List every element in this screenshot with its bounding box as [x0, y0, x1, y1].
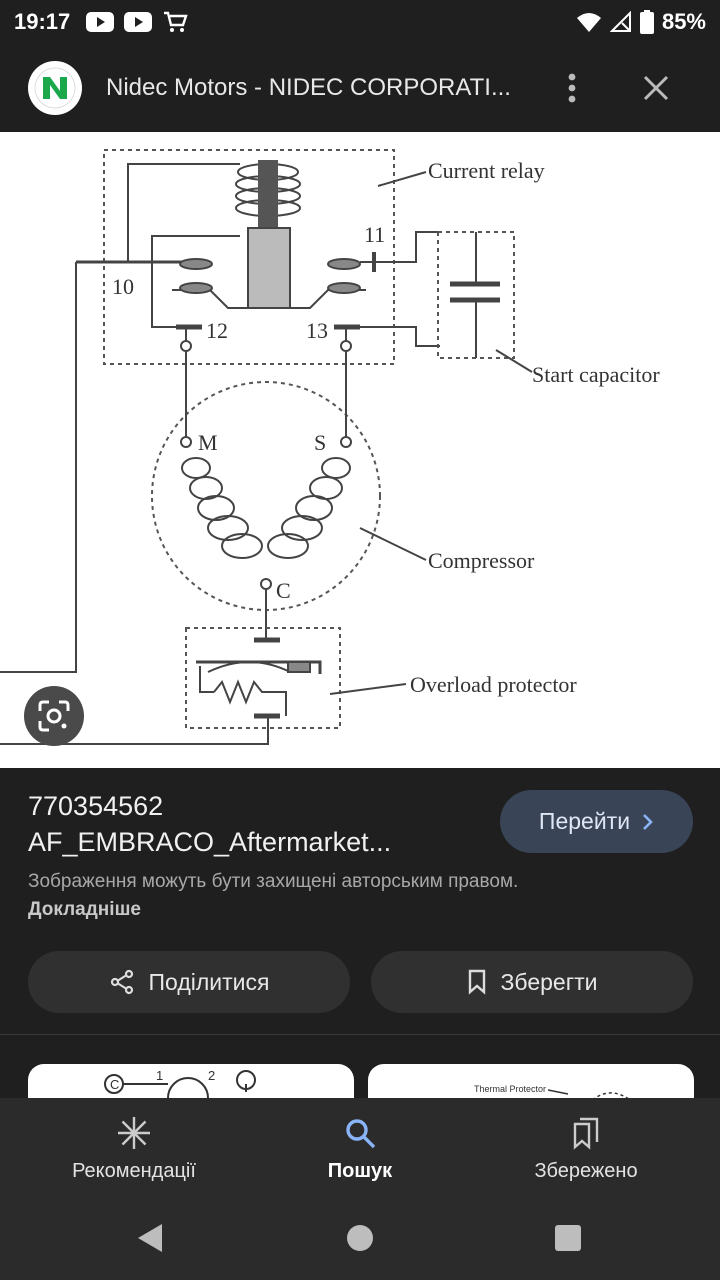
battery-percent: 85% [661, 9, 706, 34]
system-navigation [0, 1198, 720, 1280]
copyright-notice: Зображення можуть бути захищені авторськ… [28, 868, 528, 924]
google-lens-button[interactable] [24, 686, 84, 746]
lens-icon [38, 700, 70, 732]
thumb2-label: Thermal Protector [474, 1084, 546, 1094]
motor-windings [181, 457, 351, 559]
share-button-label: Поділитися [148, 968, 270, 995]
more-options-button[interactable] [556, 70, 588, 106]
related-diagram-2: Thermal Protector [474, 1084, 631, 1105]
terminal-13: 13 [306, 318, 328, 343]
signal-icon [609, 11, 631, 32]
divider [0, 1034, 720, 1035]
thumb1-2: 2 [208, 1068, 215, 1083]
saved-collections-icon [573, 1117, 599, 1150]
bookmark-icon [468, 969, 485, 995]
home-icon[interactable] [346, 1224, 374, 1252]
relay-plunger [247, 227, 291, 309]
nidec-logo-icon [34, 67, 76, 109]
terminal-c: C [276, 578, 291, 603]
share-button[interactable]: Поділитися [28, 951, 350, 1013]
thumb1-c: C [110, 1077, 119, 1092]
save-button[interactable]: Зберегти [371, 951, 693, 1013]
more-vert-icon [568, 73, 576, 103]
relay-box [103, 149, 395, 365]
status-time: 19:17 [14, 9, 71, 34]
label-start-capacitor: Start capacitor [532, 362, 660, 387]
relay-coil [235, 160, 301, 230]
bottom-navigation: Рекомендації Пошук Збережено [0, 1098, 720, 1198]
status-bar: 19:17 85% [0, 0, 720, 44]
label-current-relay: Current relay [428, 158, 545, 183]
youtube-icon [86, 12, 115, 32]
nav-label-saved: Збережено [534, 1160, 638, 1182]
shopping-cart-icon [164, 11, 188, 32]
recents-icon[interactable] [554, 1224, 582, 1252]
terminal-11: 11 [364, 222, 385, 247]
nav-label-recommendations: Рекомендації [72, 1160, 196, 1182]
nav-item-search[interactable]: Пошук [240, 1098, 480, 1198]
chevron-right-icon [643, 813, 653, 830]
save-button-label: Зберегти [500, 968, 598, 995]
nav-label-search: Пошук [327, 1160, 393, 1182]
title-bar: Nidec Motors - NIDEC CORPORATI... [0, 44, 720, 132]
result-title[interactable]: 770354562 AF_EMBRACO_Aftermarket... [28, 788, 468, 860]
label-compressor: Compressor [428, 548, 535, 573]
learn-more-link[interactable]: Докладніше [28, 899, 141, 920]
overload-box [185, 627, 341, 729]
visit-button-label: Перейти [538, 808, 631, 834]
visit-button[interactable]: Перейти [500, 790, 693, 853]
site-favicon [28, 61, 82, 115]
label-overload-protector: Overload protector [410, 672, 577, 697]
status-right: 85% [576, 9, 706, 35]
copyright-text: Зображення можуть бути захищені авторськ… [28, 871, 519, 892]
page-title: Nidec Motors - NIDEC CORPORATI... [106, 74, 511, 101]
nav-item-saved[interactable]: Збережено [466, 1098, 706, 1198]
close-button[interactable] [636, 68, 676, 108]
close-icon [643, 75, 669, 101]
search-icon [346, 1119, 376, 1149]
battery-icon [639, 10, 654, 34]
result-title-line2: AF_EMBRACO_Aftermarket... [28, 827, 392, 857]
terminal-10: 10 [112, 274, 134, 299]
back-icon[interactable] [136, 1222, 164, 1254]
terminal-12: 12 [206, 318, 228, 343]
sparkle-icon [118, 1117, 150, 1149]
wifi-icon [576, 13, 601, 32]
notification-icons [86, 10, 188, 34]
share-icon [110, 969, 133, 995]
result-title-line1: 770354562 [28, 791, 164, 821]
thumb1-1: 1 [156, 1068, 163, 1083]
terminal-s: S [314, 430, 326, 455]
terminal-m: M [198, 430, 218, 455]
youtube-icon [124, 12, 153, 32]
nav-item-recommendations[interactable]: Рекомендації [14, 1098, 254, 1198]
wiring-diagram: Current relay Start capacitor Compressor… [0, 149, 660, 745]
preview-image[interactable]: Current relay Start capacitor Compressor… [0, 132, 720, 768]
